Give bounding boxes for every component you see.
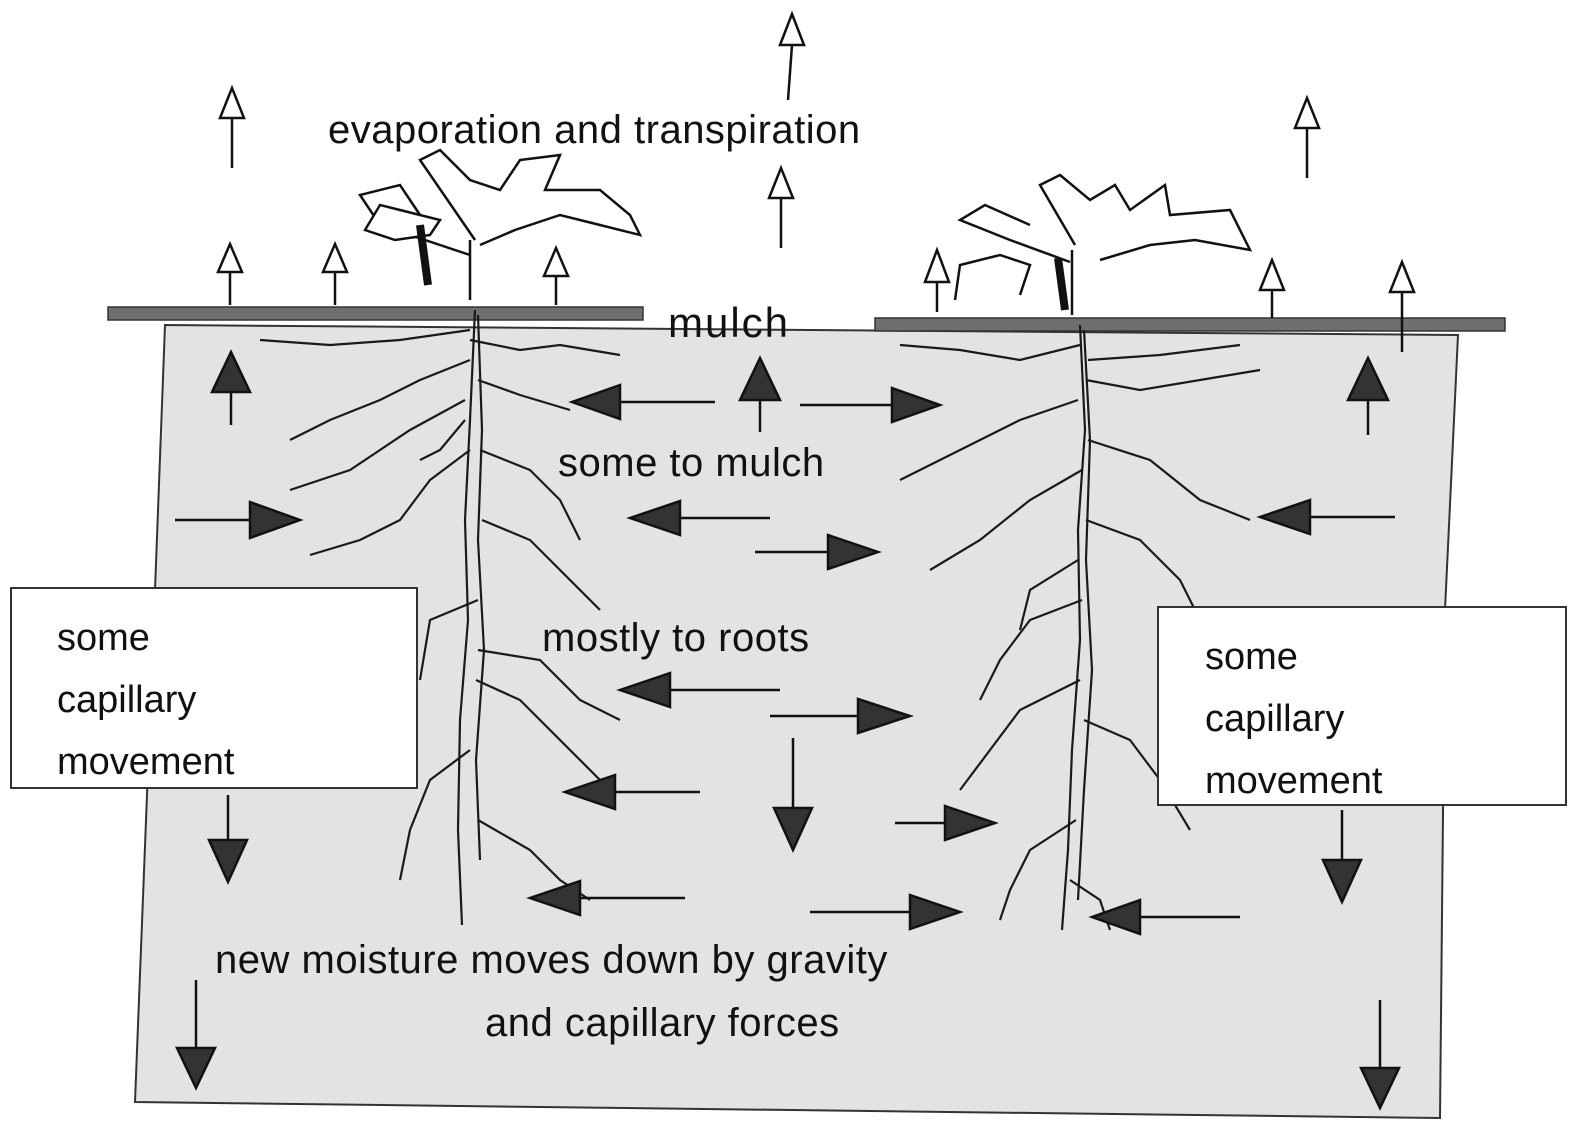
label-mostly-to-roots: mostly to roots bbox=[542, 618, 810, 658]
label-new-moisture-line2: and capillary forces bbox=[485, 1003, 840, 1043]
mulch-layer-left bbox=[108, 307, 643, 320]
label-new-moisture-line1: new moisture moves down by gravity bbox=[215, 940, 888, 980]
left-callout-line: movement bbox=[57, 731, 416, 793]
right-callout-box: some capillary movement bbox=[1157, 606, 1567, 806]
label-mulch: mulch bbox=[668, 302, 790, 344]
right-callout-line: capillary bbox=[1205, 688, 1565, 750]
left-callout-line: some bbox=[57, 607, 416, 669]
hollow-up-arrow-icon bbox=[218, 14, 1414, 352]
left-callout-line: capillary bbox=[57, 669, 416, 731]
mulch-layer-right bbox=[875, 318, 1505, 331]
label-some-to-mulch: some to mulch bbox=[558, 443, 825, 483]
right-callout-line: movement bbox=[1205, 750, 1565, 812]
left-callout-box: some capillary movement bbox=[10, 587, 418, 789]
plant-icon bbox=[360, 150, 640, 300]
plant-icon bbox=[955, 175, 1250, 315]
label-evaporation-transpiration: evaporation and transpiration bbox=[328, 110, 861, 150]
right-callout-line: some bbox=[1205, 626, 1565, 688]
